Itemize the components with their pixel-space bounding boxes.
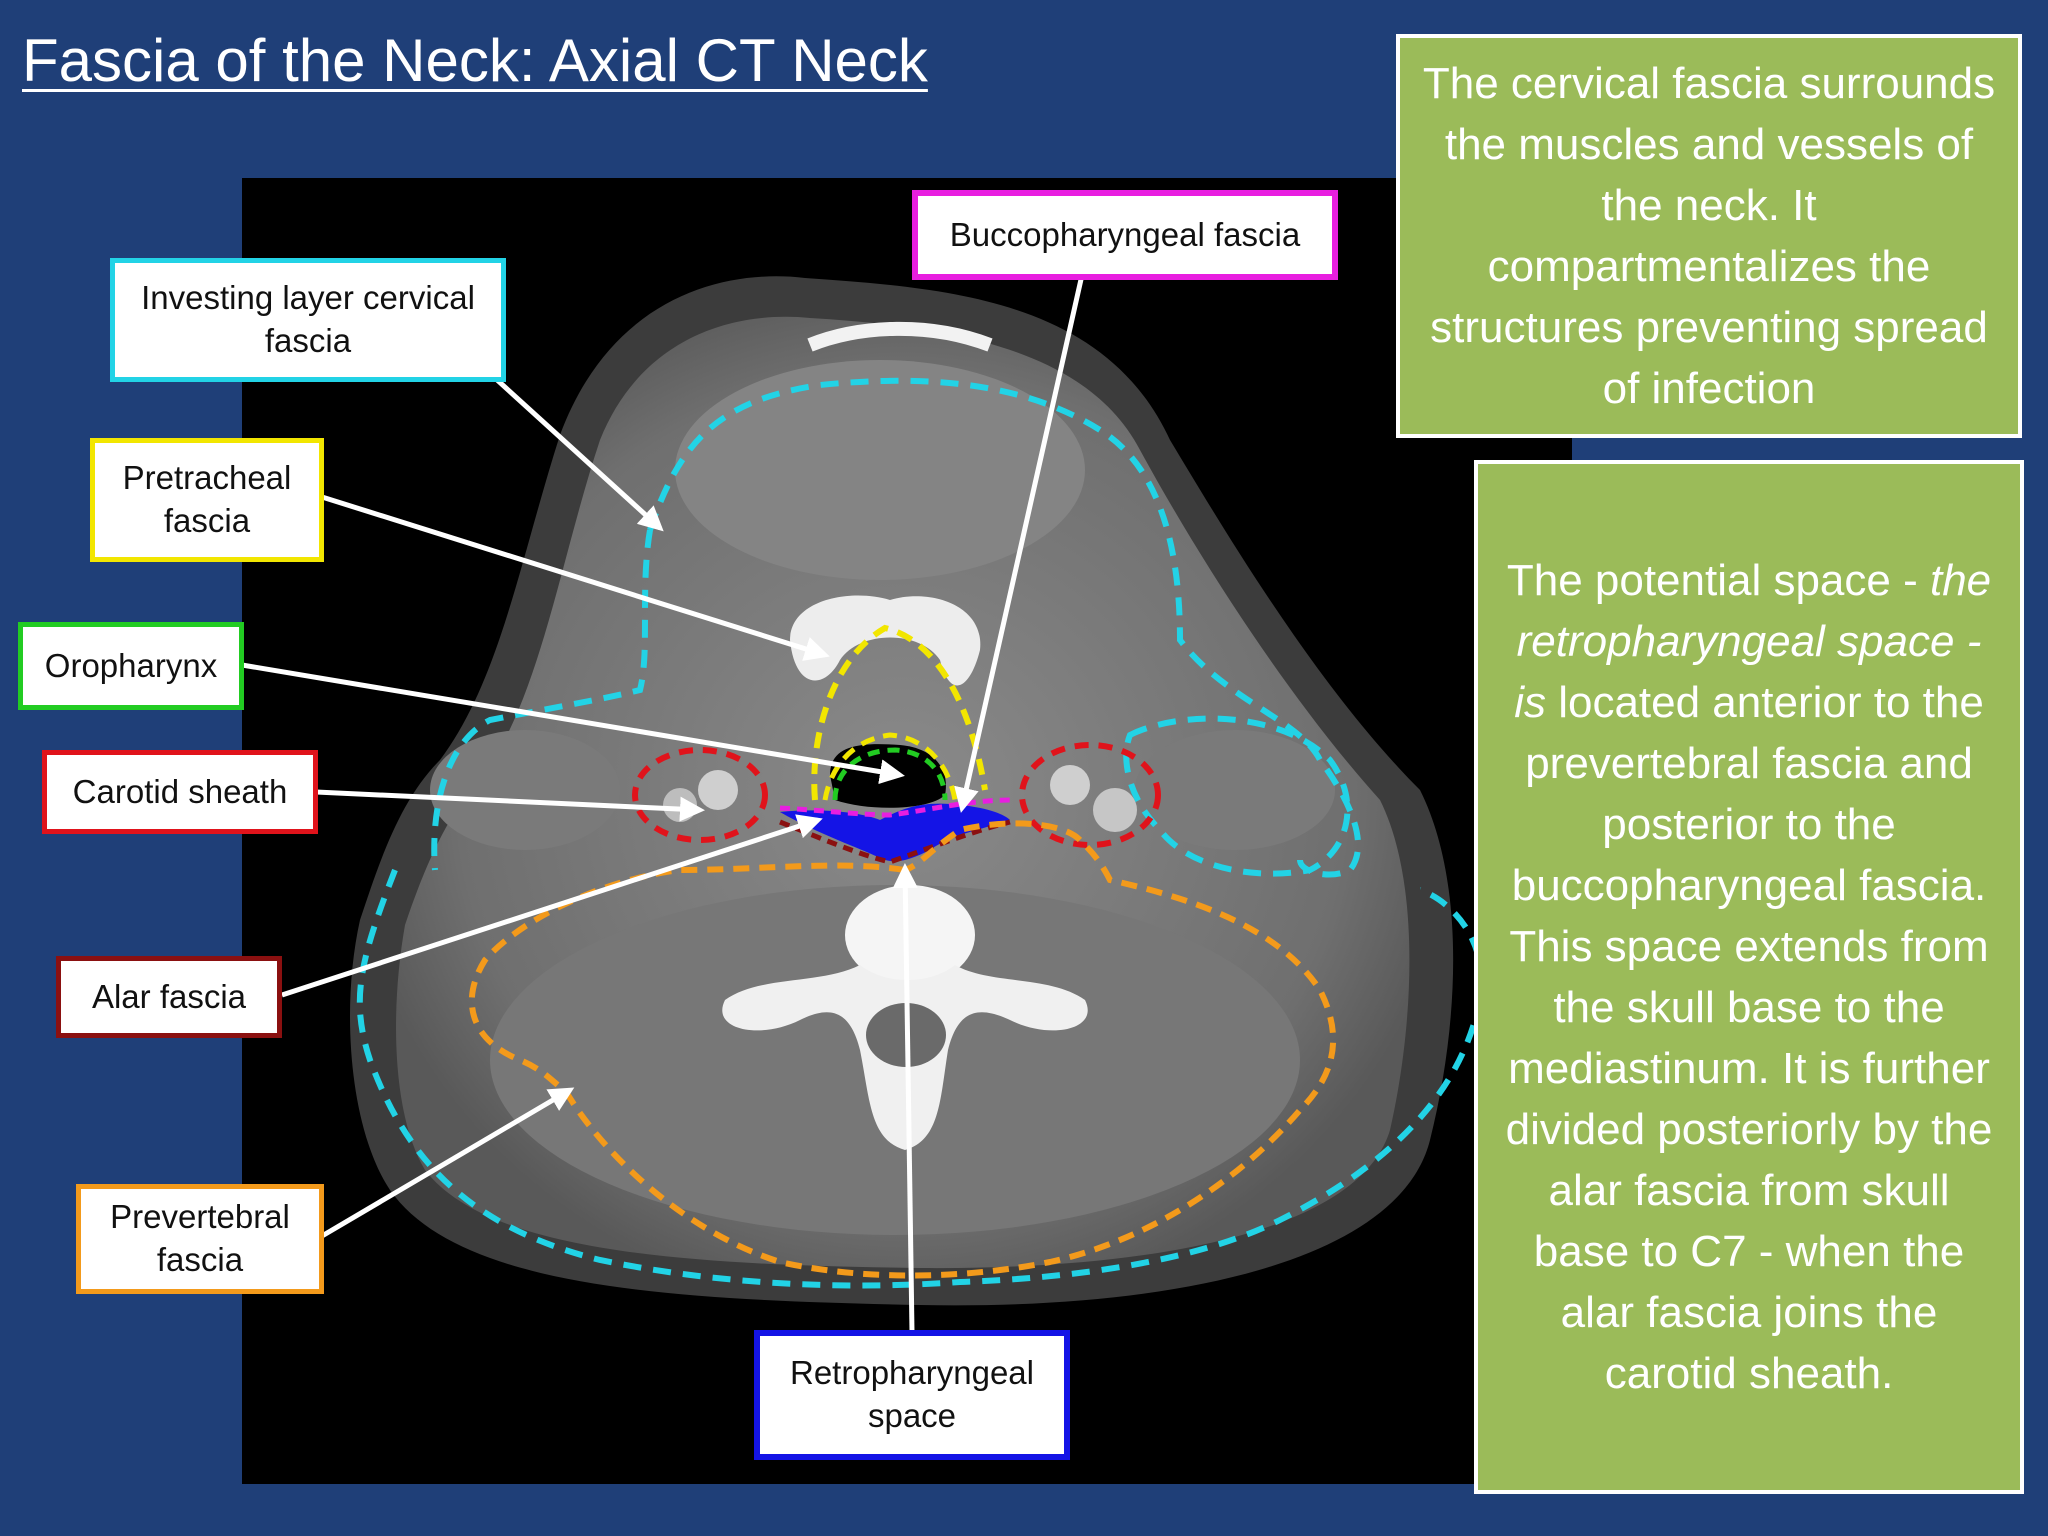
left-carotid-artery xyxy=(698,770,738,810)
arrow-buccopharyngeal xyxy=(954,274,1085,813)
arrow-pretracheal xyxy=(321,494,830,661)
left-parotid xyxy=(430,730,620,850)
arrow-alar xyxy=(281,814,823,998)
investing-fascia-outline xyxy=(431,377,1361,878)
left-carotid-sheath-outline xyxy=(632,747,768,843)
info2-italic: the retropharyngeal space - is xyxy=(1514,556,1992,727)
right-parotid xyxy=(1135,730,1335,850)
info-panel-retropharyngeal-space: The potential space - the retropharyngea… xyxy=(1474,460,2024,1494)
oropharynx-outline xyxy=(832,747,948,801)
info-panel-cervical-fascia-text: The cervical fascia surrounds the muscle… xyxy=(1422,59,1996,413)
arrow-oropharynx xyxy=(241,662,905,785)
label-carotid-sheath: Carotid sheath xyxy=(42,750,318,834)
floor-of-mouth xyxy=(675,360,1085,580)
label-alar-fascia: Alar fascia xyxy=(56,956,282,1038)
pretracheal-fascia-inner xyxy=(822,732,958,801)
vertebral-body xyxy=(845,885,975,985)
hyoid-bone xyxy=(790,595,981,686)
right-carotid-artery xyxy=(1050,765,1090,805)
arrow-carotid xyxy=(315,789,705,822)
pretracheal-fascia-outline xyxy=(811,624,988,801)
slide-title: Fascia of the Neck: Axial CT Neck xyxy=(22,27,928,94)
label-retropharyngeal-space: Retropharyngeal space xyxy=(754,1330,1070,1460)
retropharyngeal-space-fill xyxy=(780,803,1010,862)
label-pretracheal-fascia: Pretracheal fascia xyxy=(90,438,324,562)
mandible-bone xyxy=(807,321,993,352)
label-investing-fascia: Investing layer cervical fascia xyxy=(110,258,506,382)
investing-fascia-lower xyxy=(356,868,1485,1289)
label-prevertebral-fascia: Prevertebral fascia xyxy=(76,1184,324,1294)
prevertebral-fascia-outline xyxy=(468,820,1337,1279)
investing-fascia-right-lobe xyxy=(1123,715,1351,877)
info2-part2: located anterior to the prevertebral fas… xyxy=(1505,678,1993,1398)
label-oropharynx: Oropharynx xyxy=(18,622,244,710)
arrow-investing xyxy=(493,376,664,532)
right-jugular-vein xyxy=(1093,788,1137,832)
left-jugular-vein xyxy=(663,788,697,822)
info-panel-cervical-fascia: The cervical fascia surrounds the muscle… xyxy=(1396,34,2022,438)
label-buccopharyngeal-fascia: Buccopharyngeal fascia xyxy=(912,190,1338,280)
arrow-prevertebral xyxy=(320,1087,575,1239)
info2-part1: The potential space - xyxy=(1506,556,1930,605)
right-carotid-sheath-outline xyxy=(1019,742,1161,848)
info-panel-retropharyngeal-text: The potential space - the retropharyngea… xyxy=(1496,550,2002,1404)
arrow-retropharyngeal xyxy=(892,863,918,1333)
